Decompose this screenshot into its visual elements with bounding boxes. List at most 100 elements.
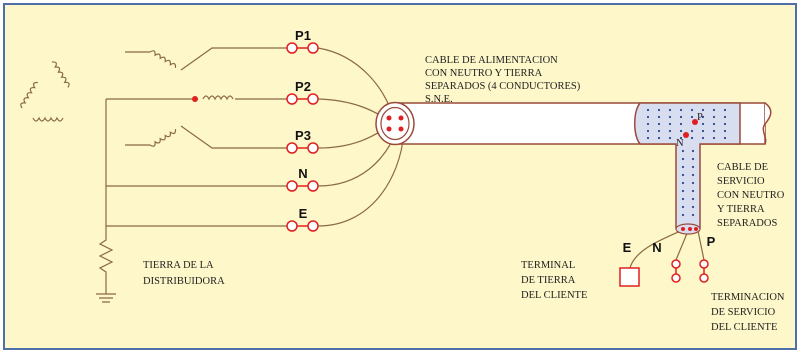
junction-dot	[657, 122, 661, 126]
junction-dot	[690, 108, 694, 112]
terminal-label-p1: P1	[295, 28, 311, 43]
customer-service-label: TERMINACION DE SERVICIO DEL CLIENTE	[711, 292, 785, 333]
cable-label-line3: SEPARADOS (4 CONDUCTORES)	[425, 81, 581, 92]
junction-dot	[691, 173, 695, 177]
junction-dot	[712, 108, 716, 112]
service-cable-label-line1: CABLE DE	[717, 162, 768, 173]
junction-dot	[681, 157, 685, 161]
junction-dot	[691, 157, 695, 161]
junction-dot	[701, 136, 705, 140]
customer-service-label-line1: TERMINACION	[711, 292, 785, 303]
junction-dot	[681, 205, 685, 209]
terminal-label-e: E	[299, 206, 308, 221]
service-cable-label-line3: CON NEUTRO	[717, 190, 785, 201]
diagram-panel	[3, 3, 797, 350]
service-junction	[634, 102, 741, 235]
junction-dot	[712, 129, 716, 133]
junction-dot	[723, 115, 727, 119]
terminal-label-n: N	[298, 166, 307, 181]
junction-dot	[646, 122, 650, 126]
junction-dot	[679, 108, 683, 112]
service-cable-label-line2: SERVICIO	[717, 176, 765, 187]
junction-dot	[690, 136, 694, 140]
junction-dot	[657, 136, 661, 140]
wiring	[96, 47, 705, 303]
customer-service-label-line3: DEL CLIENTE	[711, 322, 777, 333]
junction-dots	[646, 108, 727, 217]
cable-label: CABLE DE ALIMENTACION CON NEUTRO Y TIERR…	[425, 55, 581, 105]
service-cable-label-line4: Y TIERRA	[717, 204, 765, 215]
customer-terminal-label-p: P	[707, 234, 716, 249]
customer-ground-label-line2: DE TIERRA	[521, 275, 576, 286]
junction-dot	[681, 189, 685, 193]
service-cable-label-line5: SEPARADOS	[717, 218, 777, 229]
junction-dot	[668, 136, 672, 140]
junction-dot	[679, 136, 683, 140]
junction-dot	[681, 197, 685, 201]
junction-label-n: N	[676, 138, 684, 149]
junction-dot	[646, 115, 650, 119]
junction-dot	[657, 115, 661, 119]
junction-dot	[679, 122, 683, 126]
junction-dot	[712, 122, 716, 126]
junction-dot	[691, 197, 695, 201]
ground-label-line2: DISTRIBUIDORA	[143, 276, 225, 287]
junction-dot	[668, 122, 672, 126]
neutral-junction-dot	[683, 132, 689, 138]
terminal-label-p3: P3	[295, 128, 311, 143]
junction-dot	[691, 149, 695, 153]
terminal-e	[286, 220, 319, 232]
junction-dot	[690, 129, 694, 133]
terminal-n	[286, 180, 319, 192]
junction-dot	[681, 213, 685, 217]
junction-dot	[701, 108, 705, 112]
junction-dot	[668, 115, 672, 119]
junction-dot	[646, 136, 650, 140]
junction-dot	[657, 129, 661, 133]
junction-dot	[712, 115, 716, 119]
terminal-p2	[286, 93, 319, 105]
junction-dot	[691, 213, 695, 217]
junction-dot	[712, 136, 716, 140]
service-cable-label: CABLE DE SERVICIO CON NEUTRO Y TIERRA SE…	[717, 162, 785, 229]
junction-dot	[679, 115, 683, 119]
junction-dot	[657, 108, 661, 112]
junction-dot	[701, 115, 705, 119]
customer-ground-label-line1: TERMINAL	[521, 260, 575, 271]
junction-dot	[668, 108, 672, 112]
customer-service-label-line2: DE SERVICIO	[711, 307, 776, 318]
cable-label-line2: CON NEUTRO Y TIERRA	[425, 68, 543, 79]
junction-dot	[723, 129, 727, 133]
cable-label-line1: CABLE DE ALIMENTACION	[425, 55, 558, 66]
terminal-blocks	[286, 42, 319, 232]
junction-dot	[681, 149, 685, 153]
junction-dot	[723, 122, 727, 126]
junction-dot	[646, 129, 650, 133]
delta-transformer	[20, 61, 70, 122]
customer-ground-label: TERMINAL DE TIERRA DEL CLIENTE	[521, 260, 587, 301]
junction-dot	[681, 181, 685, 185]
junction-dot	[668, 129, 672, 133]
customer-terminal-label-e: E	[623, 240, 632, 255]
junction-dot	[723, 136, 727, 140]
customer-terminal-label-n: N	[652, 240, 661, 255]
junction-label-p: P	[697, 112, 703, 123]
junction-dot	[701, 129, 705, 133]
junction-dot	[690, 115, 694, 119]
junction-dot	[691, 189, 695, 193]
terminal-label-p2: P2	[295, 79, 311, 94]
customer-ground-terminal	[619, 267, 640, 287]
junction-dot	[701, 122, 705, 126]
junction-dot	[681, 173, 685, 177]
junction-dot	[679, 129, 683, 133]
ground-label-line1: TIERRA DE LA	[143, 260, 214, 271]
junction-dot	[723, 108, 727, 112]
junction-dot	[681, 165, 685, 169]
star-point-dot	[192, 96, 198, 102]
customer-service-terminals	[671, 259, 709, 283]
junction-dot	[691, 165, 695, 169]
terminal-p1	[286, 42, 319, 54]
phase-junction-dot	[692, 119, 698, 125]
